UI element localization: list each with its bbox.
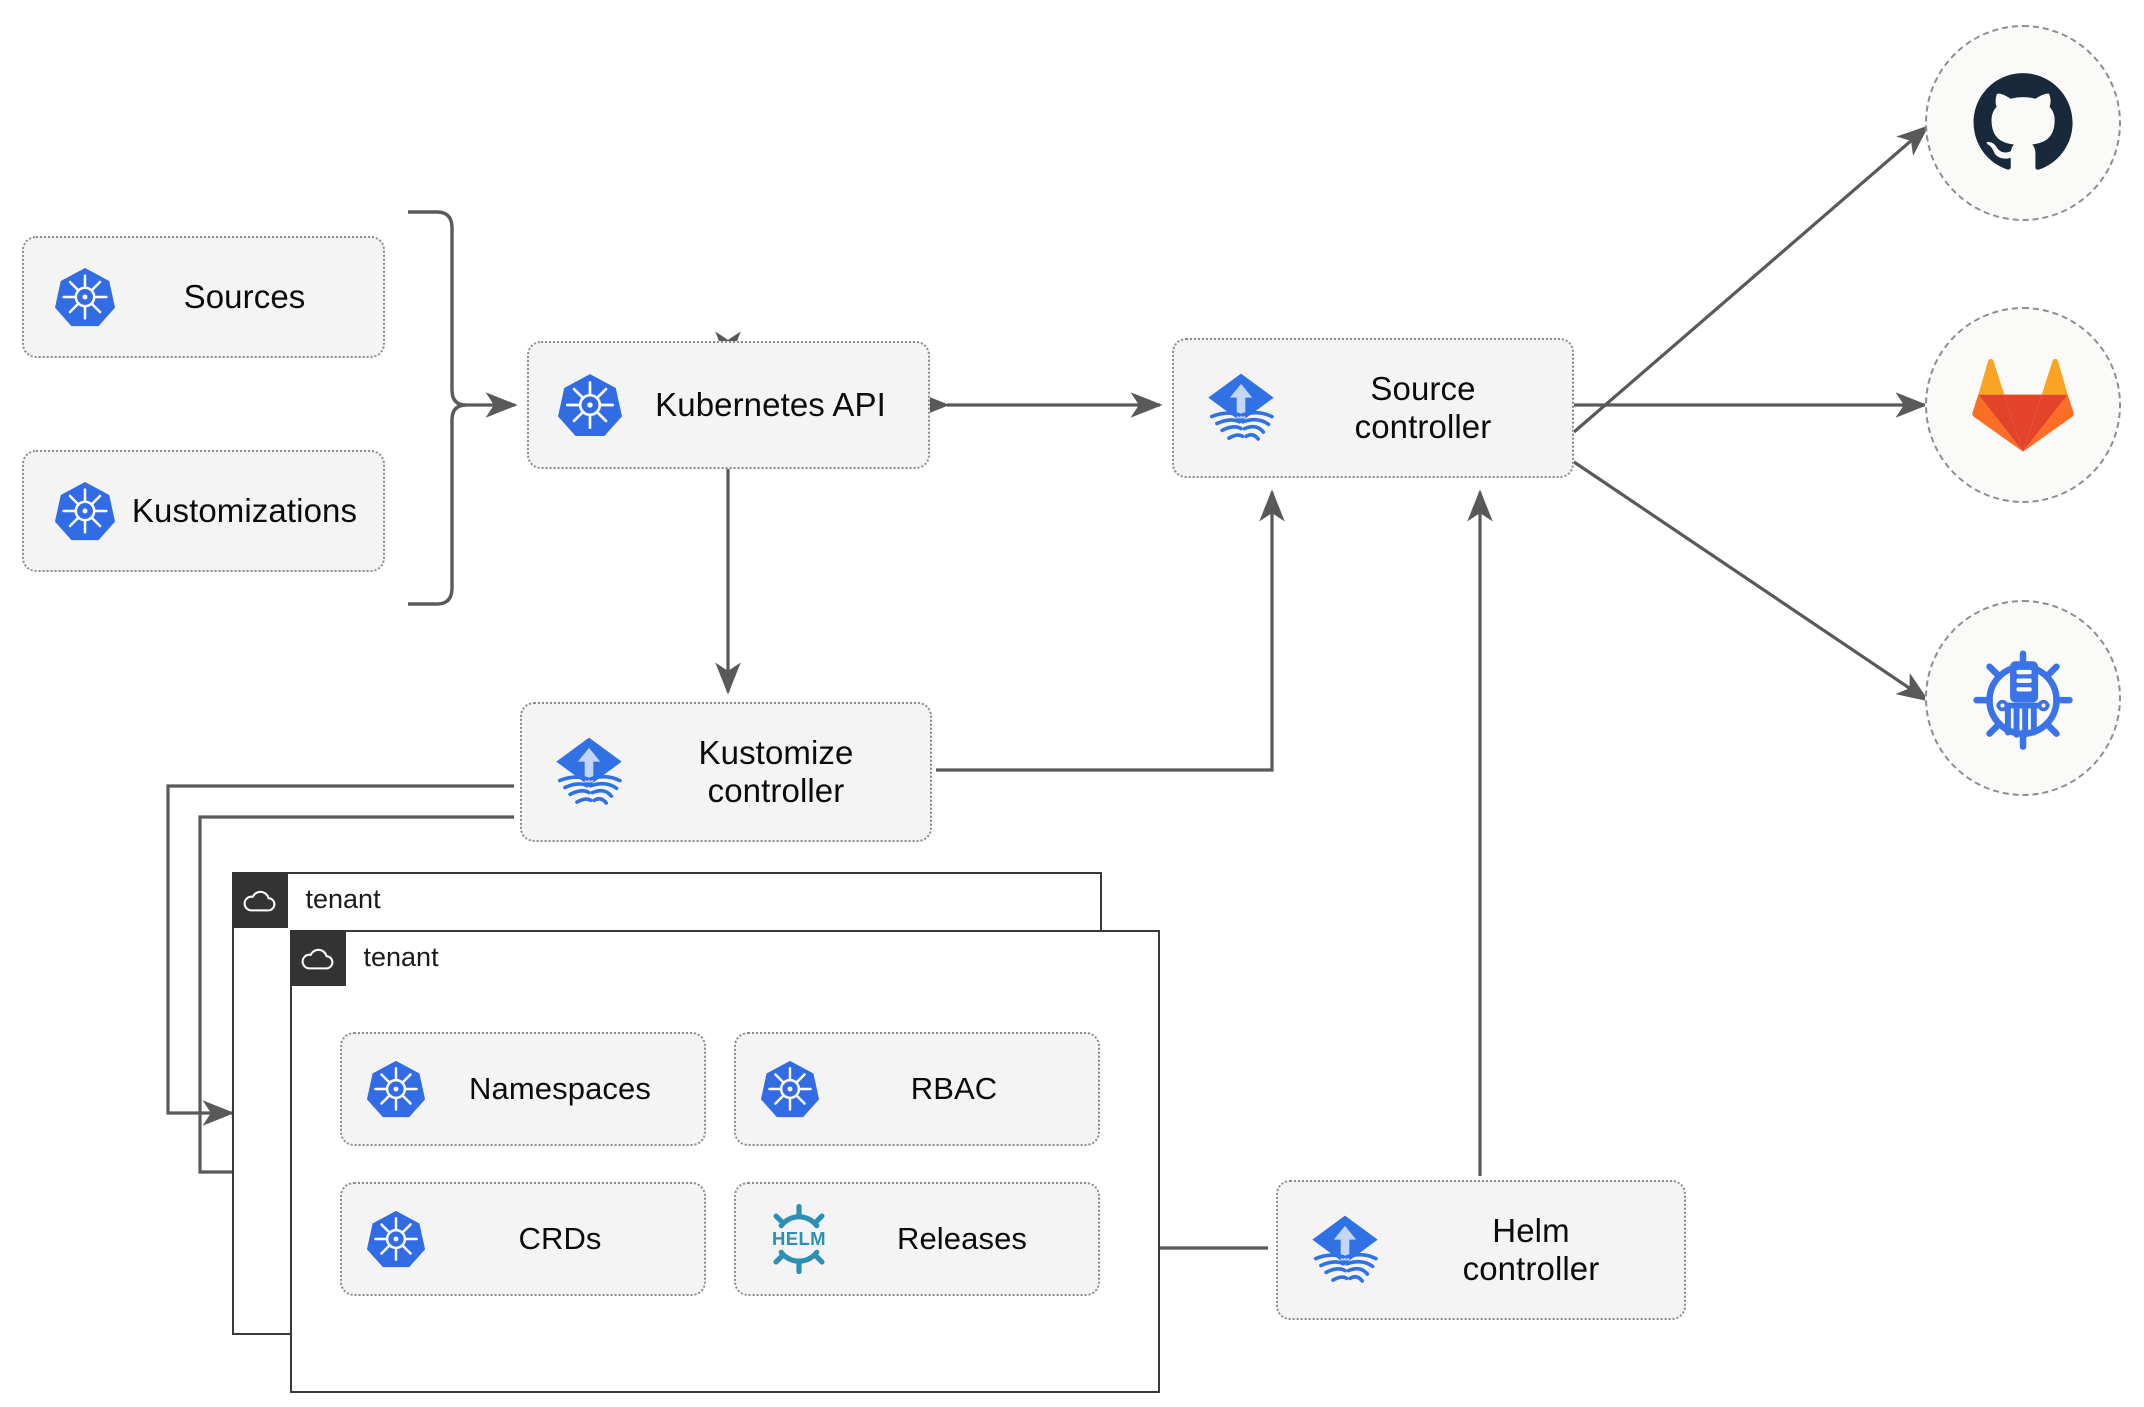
tenant-label: tenant — [363, 942, 439, 972]
node-label-line1: Source — [1370, 370, 1476, 408]
node-label: Namespaces — [469, 1071, 651, 1107]
tenant-frame-inner: tenant — [289, 929, 1160, 1393]
gitlab-icon — [1971, 353, 2075, 457]
kubernetes-icon — [366, 1059, 426, 1119]
node-label-line1: Helm — [1492, 1212, 1570, 1250]
flux-icon — [1302, 1207, 1388, 1293]
node-label-line1: Kustomize — [698, 734, 854, 772]
node-label-line2: controller — [1462, 1250, 1600, 1287]
node-label: Kustomizations — [131, 492, 358, 530]
tenant-header: tenant — [289, 929, 439, 986]
cloud-icon — [289, 929, 346, 986]
kubernetes-icon — [760, 1059, 820, 1119]
edge-source-to-bucket — [1573, 460, 1930, 702]
node-kustomize-controller[interactable]: Kustomize controller — [520, 702, 932, 842]
node-kubernetes-api[interactable]: Kubernetes API — [527, 341, 930, 469]
group-bracket — [408, 210, 467, 606]
provider-bucket[interactable] — [1925, 600, 2121, 796]
kubernetes-icon — [557, 372, 623, 438]
kubernetes-icon — [54, 266, 116, 328]
svg-text:HELM: HELM — [772, 1228, 826, 1249]
node-label: RBAC — [910, 1071, 998, 1107]
bucket-icon — [1969, 644, 2077, 752]
flux-icon — [546, 729, 632, 815]
node-sources[interactable]: Sources — [22, 236, 385, 358]
node-source-controller[interactable]: Source controller — [1172, 338, 1574, 478]
node-rbac[interactable]: RBAC — [734, 1032, 1100, 1146]
node-releases[interactable]: HELM Releases — [734, 1182, 1100, 1296]
node-label: Source controller — [1284, 370, 1572, 445]
node-label: Kubernetes API — [655, 386, 886, 424]
provider-gitlab[interactable] — [1925, 307, 2121, 503]
tenant-header: tenant — [231, 871, 381, 928]
node-label: Releases — [896, 1221, 1028, 1257]
edge-kustomize-to-source — [936, 489, 1285, 772]
flux-icon — [1198, 365, 1284, 451]
provider-github[interactable] — [1925, 25, 2121, 221]
cloud-icon — [231, 871, 288, 928]
node-kustomizations[interactable]: Kustomizations — [22, 450, 385, 572]
kubernetes-icon — [54, 480, 116, 542]
node-label: Helm controller — [1388, 1212, 1684, 1287]
kubernetes-icon — [366, 1209, 426, 1269]
github-icon — [1971, 71, 2075, 175]
node-crds[interactable]: CRDs — [340, 1182, 706, 1296]
node-label-line2: controller — [1354, 408, 1492, 445]
node-label: Sources — [183, 278, 306, 316]
helm-icon: HELM — [762, 1202, 836, 1276]
node-label: CRDs — [518, 1221, 602, 1257]
node-label: Kustomize controller — [632, 734, 930, 809]
node-label-line2: controller — [707, 772, 845, 809]
edge-source-to-github — [1572, 125, 1929, 434]
tenant-label: tenant — [305, 884, 381, 914]
node-namespaces[interactable]: Namespaces — [340, 1032, 706, 1146]
node-helm-controller[interactable]: Helm controller — [1276, 1180, 1686, 1320]
